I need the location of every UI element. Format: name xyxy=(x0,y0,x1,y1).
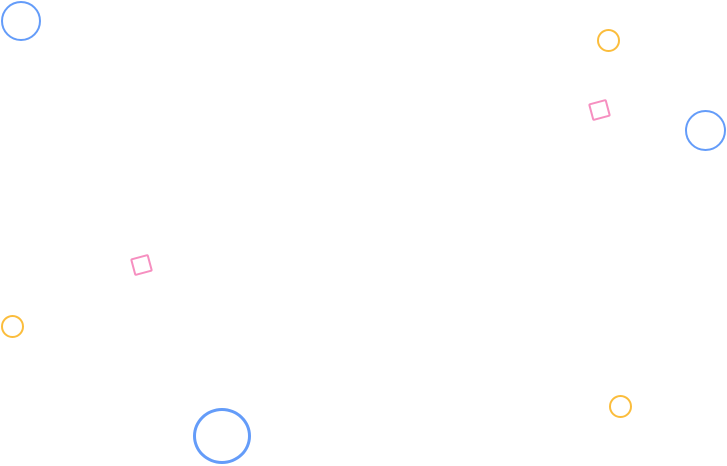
yellow-circle-icon xyxy=(609,395,632,418)
yellow-circle-icon xyxy=(1,315,24,338)
yellow-circle-icon xyxy=(597,29,620,52)
blue-circle-icon xyxy=(1,1,41,41)
pink-square-icon xyxy=(129,253,154,277)
blue-circle-icon xyxy=(193,408,251,464)
blue-circle-icon xyxy=(685,110,726,151)
pink-square-icon xyxy=(587,98,612,122)
